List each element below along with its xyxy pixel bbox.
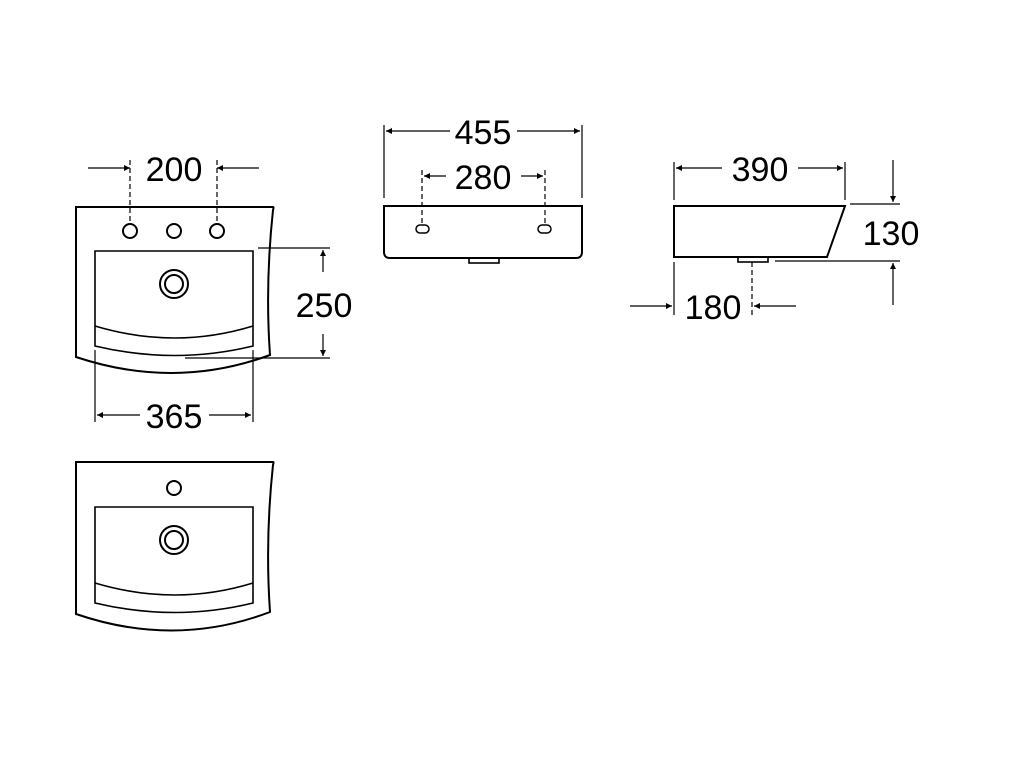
front-waste-outlet	[468, 257, 500, 264]
front-view	[383, 205, 583, 264]
dim-label-390: 390	[732, 151, 789, 189]
dim-label-455: 455	[455, 114, 512, 152]
side-view	[673, 205, 847, 263]
top-view-three-tap-holes	[75, 206, 275, 374]
tap-hole-right	[209, 223, 225, 239]
fixing-slot-right	[537, 224, 552, 234]
bowl-front-curve	[94, 325, 254, 339]
dimension-365	[94, 350, 254, 422]
basin-bowl	[94, 250, 254, 357]
bowl-front-curve	[94, 582, 254, 596]
dim-label-130: 130	[863, 215, 920, 253]
basin-outline	[75, 461, 275, 632]
tap-hole	[166, 480, 182, 496]
dim-label-200: 200	[146, 151, 203, 189]
tap-hole-center	[166, 223, 182, 239]
basin-outline	[75, 206, 275, 374]
drain-outer	[159, 525, 189, 555]
top-view-single-tap-hole	[75, 461, 275, 632]
dim-label-365: 365	[146, 398, 203, 436]
drain-inner	[164, 530, 184, 550]
dimension-250	[185, 247, 330, 359]
drain-inner	[164, 274, 184, 294]
dimension-200	[88, 160, 259, 222]
dim-label-180: 180	[685, 289, 742, 327]
dimension-130	[775, 160, 900, 305]
dim-label-250: 250	[296, 287, 353, 325]
basin-bowl	[94, 506, 254, 614]
drain-outer	[159, 269, 189, 299]
dimension-180	[630, 262, 796, 315]
fixing-slot-left	[415, 224, 430, 234]
dim-label-280: 280	[455, 159, 512, 197]
dimension-390	[673, 162, 846, 200]
tap-hole-left	[122, 223, 138, 239]
dimension-280	[421, 170, 546, 225]
side-outline	[673, 205, 847, 258]
side-waste-outlet	[737, 256, 769, 263]
front-outline	[383, 205, 583, 259]
dimension-455	[383, 125, 583, 198]
